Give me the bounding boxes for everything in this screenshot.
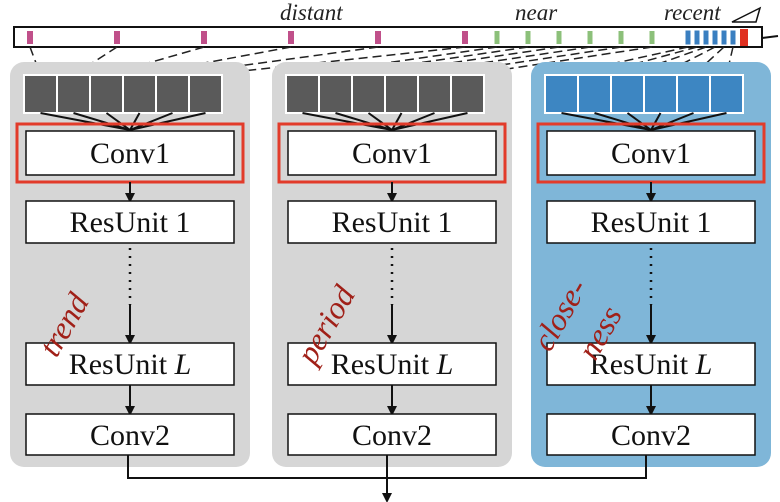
tick-recent-2 bbox=[693, 29, 701, 46]
conv2-box-closeness bbox=[546, 413, 756, 456]
fan-line bbox=[650, 112, 662, 131]
tick-recent-1 bbox=[684, 29, 692, 46]
resunitL-label-closeness: ResUnit L bbox=[590, 348, 713, 381]
input-cell-closeness-6 bbox=[709, 74, 744, 114]
fan-line bbox=[129, 112, 173, 131]
tick-near-1 bbox=[494, 31, 500, 44]
connector-closeness-1 bbox=[561, 46, 689, 76]
resunitL-box-period bbox=[287, 342, 497, 386]
connector-period-1 bbox=[302, 46, 498, 76]
input-cell-period-6 bbox=[450, 74, 485, 114]
input-cell-closeness-3 bbox=[610, 74, 645, 114]
resunit1-box-trend bbox=[25, 200, 235, 244]
connector-trend-1 bbox=[29, 46, 42, 76]
conv1-label-period: Conv1 bbox=[352, 137, 432, 170]
conv1-box-closeness bbox=[546, 130, 756, 176]
tick-distant-3 bbox=[201, 31, 207, 44]
tick-near-6 bbox=[649, 31, 655, 44]
conv1-label-closeness: Conv1 bbox=[611, 137, 691, 170]
tick-recent-6 bbox=[729, 29, 737, 46]
fan-line bbox=[105, 112, 131, 131]
input-cell-trend-6 bbox=[188, 74, 223, 114]
input-cell-period-2 bbox=[318, 74, 353, 114]
input-cell-period-5 bbox=[417, 74, 452, 114]
fan-line bbox=[302, 112, 393, 131]
connector-closeness-6 bbox=[725, 46, 734, 76]
input-cell-closeness-2 bbox=[577, 74, 612, 114]
resunit1-label-closeness: ResUnit 1 bbox=[591, 206, 712, 239]
tick-near-4 bbox=[587, 31, 593, 44]
input-cell-trend-1 bbox=[23, 74, 58, 114]
pointer-arrow-icon bbox=[731, 6, 762, 23]
timeline: distant near recent bbox=[13, 0, 779, 48]
timeline-ticks bbox=[27, 29, 748, 46]
conv2-label-period: Conv2 bbox=[352, 419, 432, 452]
resunit1-box-period bbox=[287, 200, 497, 244]
pointer-tail bbox=[761, 35, 779, 39]
resunit1-label-period: ResUnit 1 bbox=[332, 206, 453, 239]
conv2-box-period bbox=[287, 413, 497, 456]
conv2-box-trend bbox=[25, 413, 235, 456]
fan-line bbox=[73, 112, 131, 131]
tick-distant-4 bbox=[288, 31, 294, 44]
fan-line bbox=[335, 112, 393, 131]
input-cell-closeness-4 bbox=[643, 74, 678, 114]
conv1-box-trend bbox=[25, 130, 235, 176]
conv1-label-trend: Conv1 bbox=[90, 137, 170, 170]
tick-near-5 bbox=[618, 31, 624, 44]
fan-line bbox=[129, 112, 206, 131]
fan-line bbox=[391, 112, 468, 131]
resunit1-label-trend: ResUnit 1 bbox=[70, 206, 191, 239]
fan-line bbox=[650, 112, 694, 131]
fan-line bbox=[40, 112, 131, 131]
input-cell-period-1 bbox=[285, 74, 320, 114]
conv1-box-period bbox=[287, 130, 497, 176]
input-cell-period-3 bbox=[351, 74, 386, 114]
tick-near-2 bbox=[525, 31, 531, 44]
resunitL-label-period: ResUnit L bbox=[331, 348, 454, 381]
fan-line bbox=[129, 112, 141, 131]
input-cell-trend-4 bbox=[122, 74, 157, 114]
resunitL-label-trend: ResUnit L bbox=[69, 348, 192, 381]
tick-distant-6 bbox=[462, 31, 468, 44]
input-cell-closeness-5 bbox=[676, 74, 711, 114]
connector-closeness-4 bbox=[660, 46, 716, 76]
tick-distant-2 bbox=[114, 31, 120, 44]
fan-line bbox=[391, 112, 403, 131]
tick-current bbox=[740, 29, 748, 46]
input-cell-period-4 bbox=[384, 74, 419, 114]
input-cell-trend-3 bbox=[89, 74, 124, 114]
tick-near-3 bbox=[556, 31, 562, 44]
input-cell-trend-2 bbox=[56, 74, 91, 114]
tick-recent-4 bbox=[711, 29, 719, 46]
label-distant: distant bbox=[280, 0, 343, 25]
label-near: near bbox=[515, 0, 558, 25]
tick-distant-1 bbox=[27, 31, 33, 44]
conv2-label-trend: Conv2 bbox=[90, 419, 170, 452]
tick-distant-5 bbox=[375, 31, 381, 44]
fan-line bbox=[594, 112, 652, 131]
fan-line bbox=[626, 112, 652, 131]
fan-line bbox=[367, 112, 393, 131]
input-cell-trend-5 bbox=[155, 74, 190, 114]
fan-line bbox=[650, 112, 727, 131]
merge-lines bbox=[127, 455, 647, 502]
resunit1-box-closeness bbox=[546, 200, 756, 244]
input-cell-closeness-1 bbox=[544, 74, 579, 114]
tick-recent-5 bbox=[720, 29, 728, 46]
fan-line bbox=[391, 112, 435, 131]
resunitL-box-trend bbox=[25, 342, 235, 386]
conv2-label-closeness: Conv2 bbox=[611, 419, 691, 452]
label-recent: recent bbox=[664, 0, 721, 25]
tick-recent-3 bbox=[702, 29, 710, 46]
fan-line bbox=[561, 112, 652, 131]
